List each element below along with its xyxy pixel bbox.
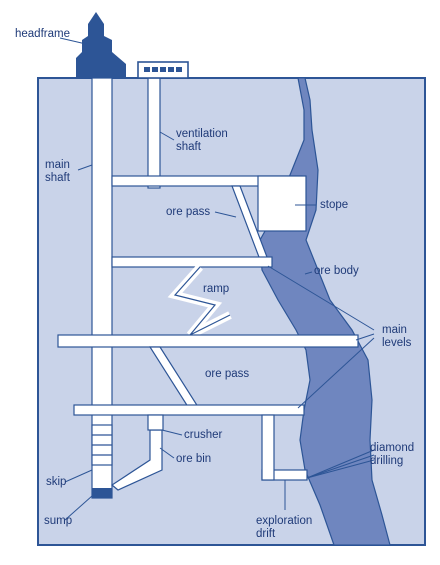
fan-window-1 [144, 67, 150, 72]
label-diamond-drilling-line1: diamond [370, 442, 414, 454]
level-4 [73, 404, 305, 416]
fan-window-4 [168, 67, 174, 72]
label-ventilation-shaft-line1: ventilation [176, 128, 228, 140]
fan-window-5 [176, 67, 182, 72]
level-2 [111, 256, 273, 268]
label-skip: skip [46, 476, 66, 488]
label-stope: stope [320, 199, 348, 211]
stope-opening [257, 175, 307, 232]
headframe-shape [76, 12, 126, 78]
label-exploration-drift-line2: drift [256, 528, 276, 540]
exploration-drift-raise [261, 414, 275, 481]
label-ore-body: ore body [314, 265, 359, 277]
label-main-levels-line2: levels [382, 337, 412, 349]
label-diamond-drilling-line2: drilling [370, 455, 403, 467]
label-ore-pass-upper: ore pass [166, 206, 210, 218]
label-headframe: headframe [15, 28, 70, 40]
level-3 [57, 334, 359, 348]
sump [92, 488, 112, 498]
label-crusher: crusher [184, 429, 223, 441]
label-sump: sump [44, 515, 72, 527]
ventilation-shaft [147, 77, 161, 189]
label-ore-bin: ore bin [176, 453, 211, 465]
label-main-shaft-line2: shaft [45, 172, 71, 184]
label-ore-pass-lower: ore pass [205, 368, 249, 380]
label-main-levels-line1: main [382, 324, 407, 336]
label-exploration-drift-line1: exploration [256, 515, 312, 527]
leader-lines [59, 37, 375, 521]
ramp-line [173, 266, 231, 336]
fan-window-2 [152, 67, 158, 72]
label-ventilation-shaft-line2: shaft [176, 141, 202, 153]
crusher [147, 414, 164, 431]
label-main-shaft-line1: main [45, 159, 70, 171]
label-ramp: ramp [203, 283, 229, 295]
fan-window-3 [160, 67, 166, 72]
